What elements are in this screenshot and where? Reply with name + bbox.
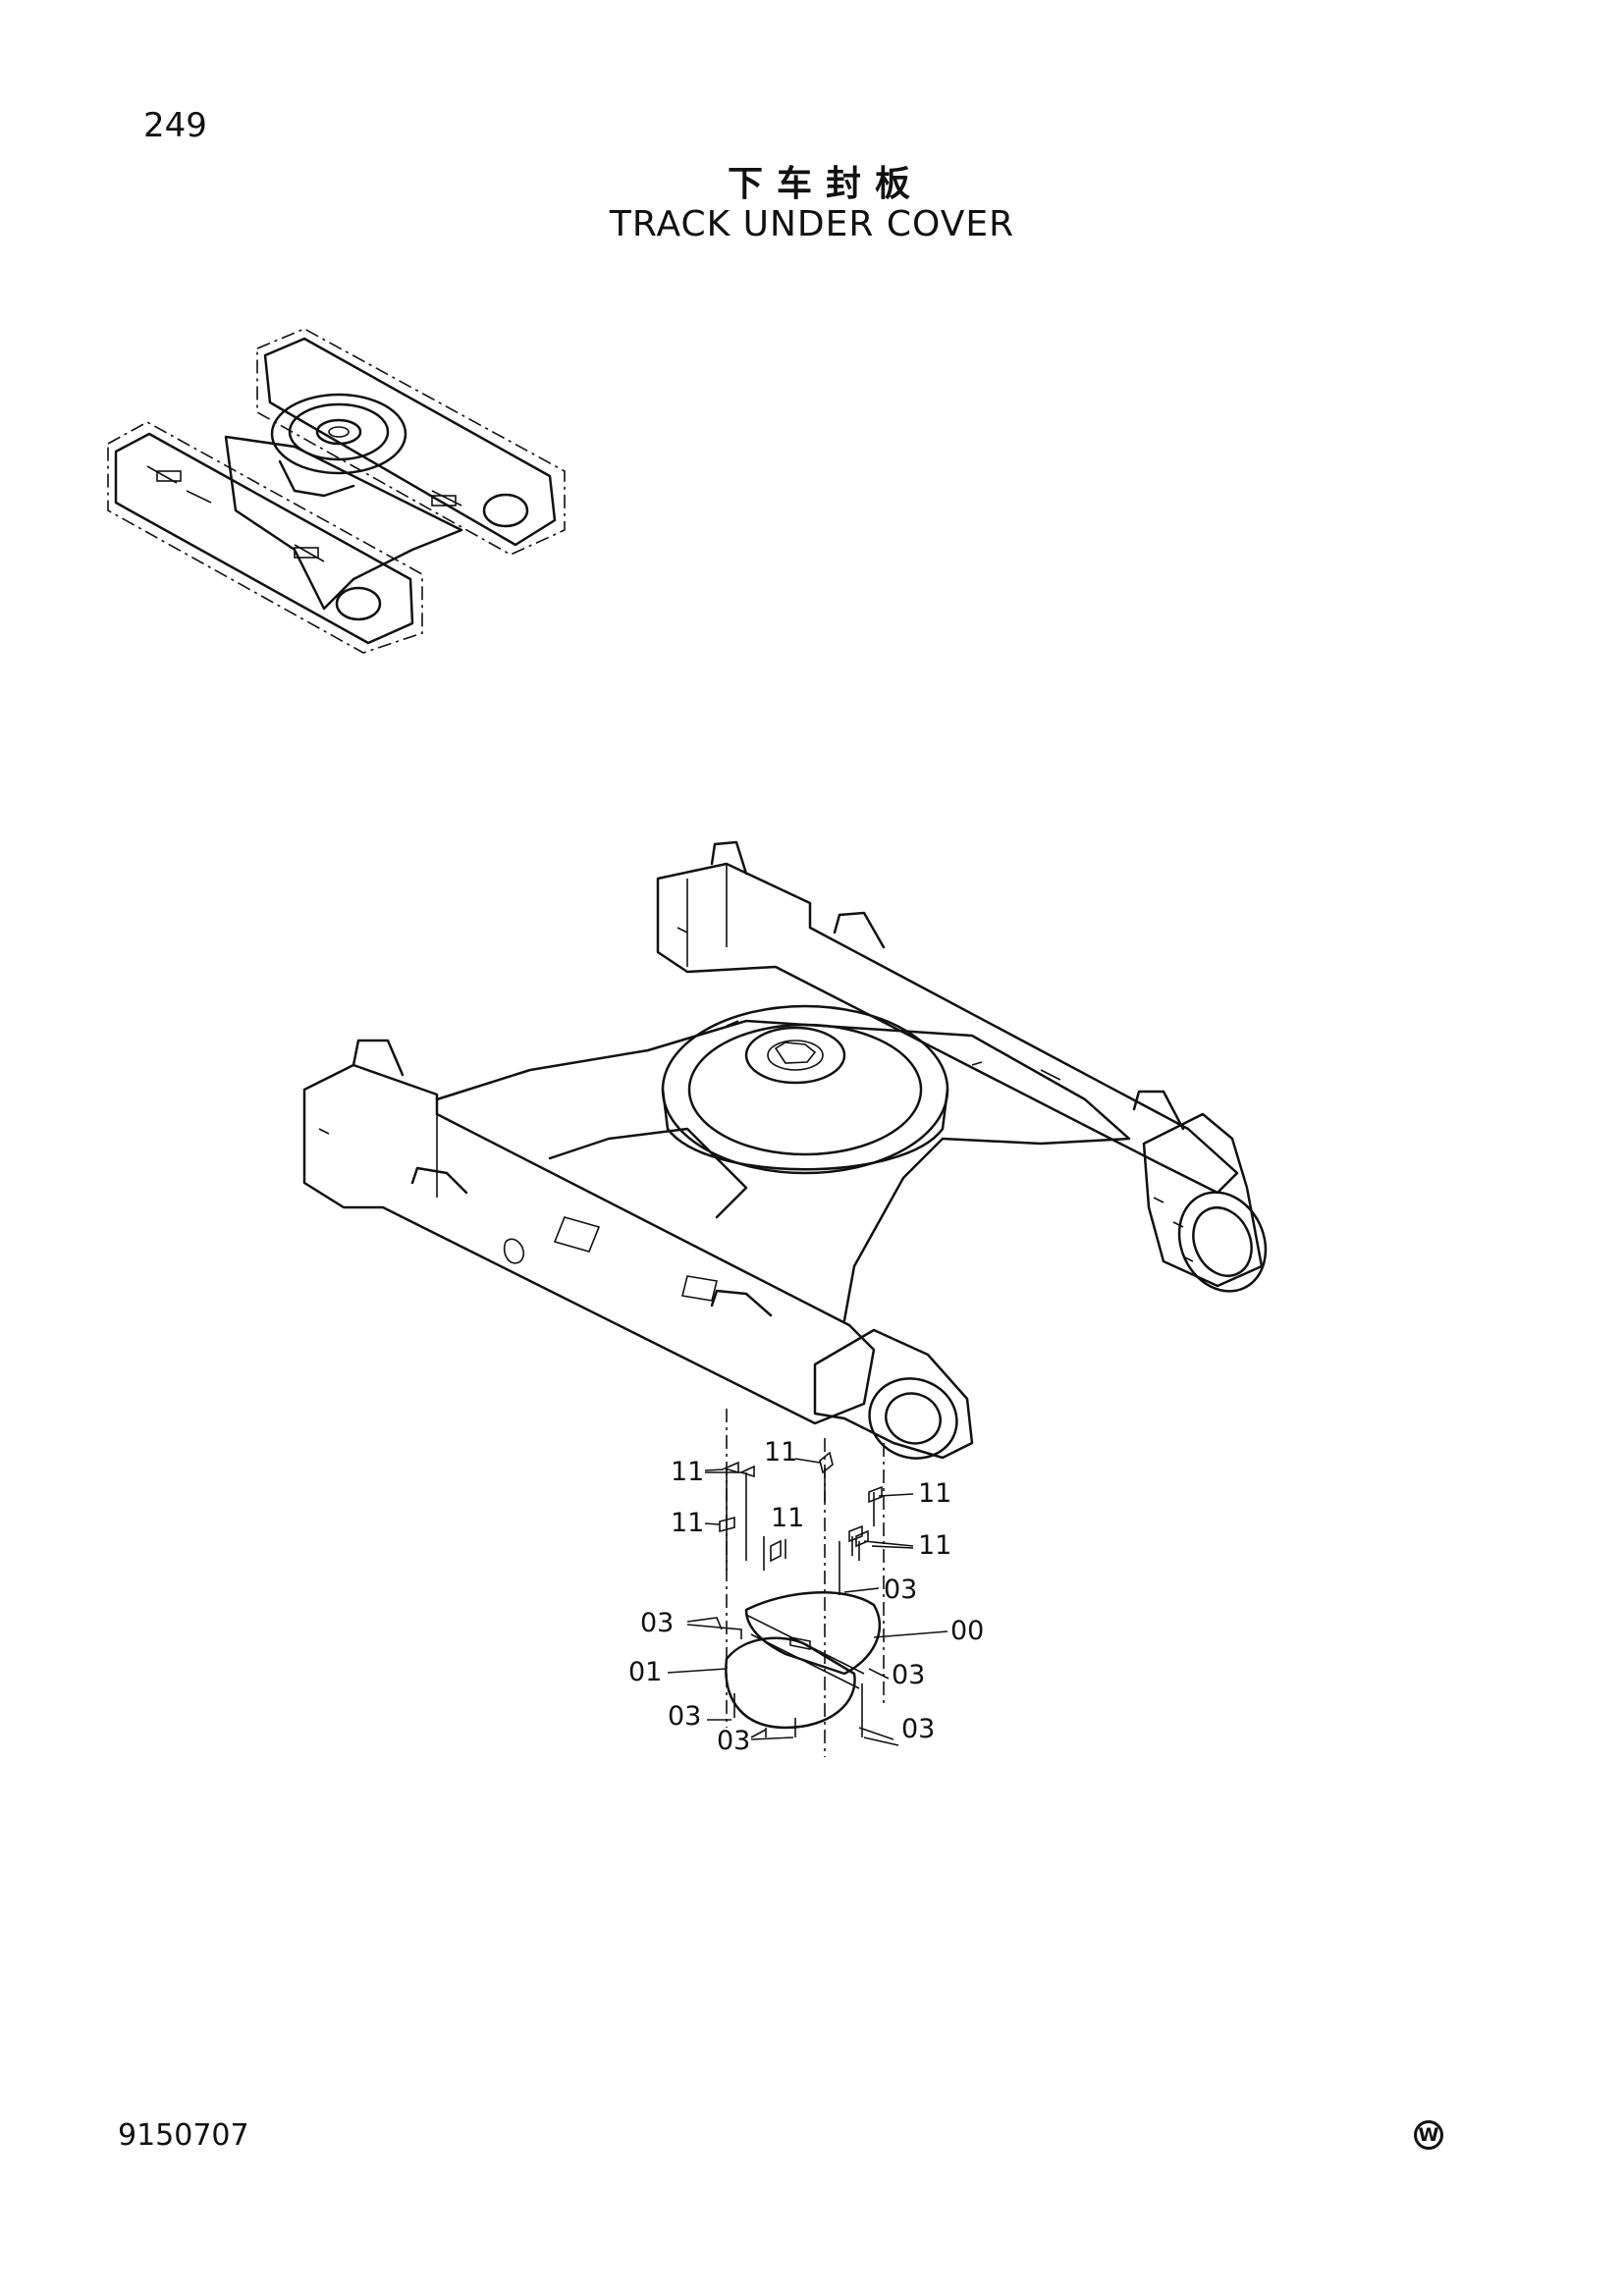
callout-03-d: 03 <box>668 1701 701 1732</box>
callout-leaders <box>667 1458 948 1746</box>
callout-11-c: 11 <box>918 1478 951 1509</box>
callout-11-e: 11 <box>771 1503 804 1533</box>
callout-00: 00 <box>950 1616 984 1646</box>
page-number: 249 <box>143 106 207 145</box>
title-chinese: 下车封板 <box>727 164 924 204</box>
title-english: TRACK UNDER COVER <box>609 204 1015 244</box>
callout-11-a: 11 <box>671 1457 704 1487</box>
callout-labels: 11 11 11 11 11 11 03 00 03 01 03 03 03 0… <box>628 1437 984 1756</box>
undercarriage-overview-sketch <box>107 328 566 654</box>
hitachi-w-mark: W <box>1414 2120 1443 2150</box>
callout-01: 01 <box>628 1657 662 1687</box>
callout-11-d: 11 <box>671 1508 704 1538</box>
callout-11-f: 11 <box>918 1530 951 1561</box>
callout-03-f: 03 <box>901 1714 935 1744</box>
callout-03-c: 03 <box>892 1660 925 1690</box>
callout-11-b: 11 <box>764 1437 797 1468</box>
callout-03-b: 03 <box>640 1608 674 1638</box>
track-frame-drawing <box>302 840 1268 1757</box>
callout-03-a: 03 <box>884 1575 917 1605</box>
callout-03-e: 03 <box>717 1726 750 1756</box>
under-cover-plate <box>719 1451 883 1737</box>
document-number: 9150707 <box>118 2118 249 2153</box>
